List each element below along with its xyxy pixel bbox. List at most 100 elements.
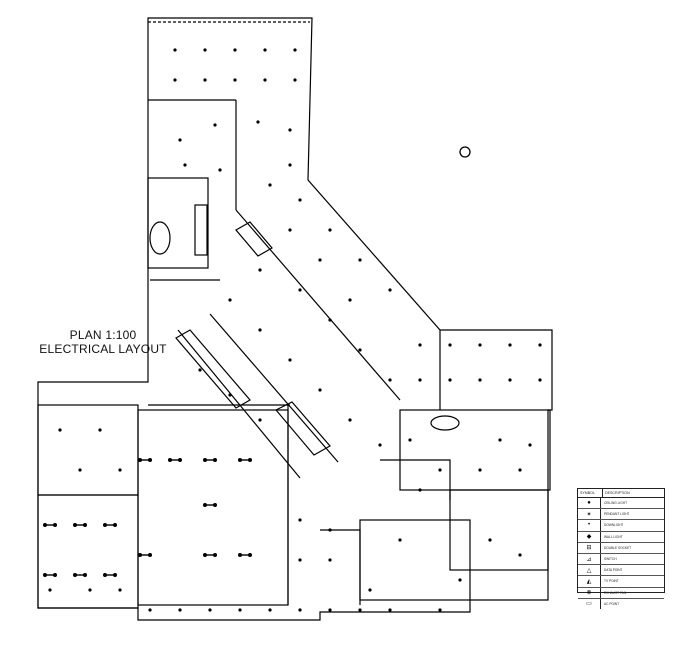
ceiling-light-icon	[508, 378, 512, 382]
counter-3	[235, 221, 273, 257]
switch-icon: ⊿	[578, 553, 601, 565]
legend-description: WALL LIGHT	[604, 534, 623, 539]
plan-scale-label: PLAN 1:100	[69, 328, 137, 342]
ceiling-light-icon	[203, 48, 207, 52]
ceiling-light-icon	[288, 128, 292, 132]
legend-row: ⊗EXHAUST FAN	[578, 587, 664, 599]
pendant-light-icon	[43, 573, 57, 577]
pendant-light-icon	[103, 573, 117, 577]
left-room-a	[37, 404, 139, 496]
double-socket-icon: ⊟	[578, 542, 601, 553]
pendant-light-icon	[203, 458, 217, 462]
ceiling-light-icon	[173, 78, 177, 82]
ceiling-light-icon	[298, 198, 302, 202]
ceiling-light-icon	[58, 428, 62, 432]
ceiling-light-icon	[118, 468, 122, 472]
legend-row: ●CEILING LIGHT	[578, 498, 664, 510]
ceiling-light-icon	[408, 438, 412, 442]
ceiling-light-icon	[518, 468, 522, 472]
ceiling-light-icon	[268, 608, 272, 612]
ceiling-light-icon	[48, 588, 52, 592]
pendant-light-icon	[73, 523, 87, 527]
ceiling-light-icon	[288, 163, 292, 167]
ceiling-light-icon	[293, 78, 297, 82]
ceiling-light-icon	[233, 78, 237, 82]
ceiling-light-icon	[118, 588, 122, 592]
legend-description: DOUBLE SOCKET	[604, 545, 632, 550]
outer-wall	[37, 17, 553, 621]
ceiling-light-icon	[538, 343, 542, 347]
ceiling-lights	[48, 48, 542, 612]
ceiling-light-icon	[178, 608, 182, 612]
diagonal-wall-c	[209, 313, 339, 463]
pendant-light-icon	[73, 573, 87, 577]
ceiling-light-icon	[348, 418, 352, 422]
pendant-light-icon	[138, 553, 152, 557]
legend-row: ◭TV POINT	[578, 576, 664, 588]
ceiling-light-icon	[448, 343, 452, 347]
ceiling-light-icon	[478, 378, 482, 382]
diagonal-wall-a	[235, 209, 401, 401]
legend-description: TV POINT	[604, 579, 619, 584]
legend-row: ✶PENDANT LIGHT	[578, 509, 664, 521]
ceiling-light-icon	[478, 343, 482, 347]
legend-description: DOWNLIGHT	[604, 523, 624, 528]
ceiling-light-icon	[208, 608, 212, 612]
ceiling-light-icon	[328, 528, 332, 532]
ceiling-light-icon	[263, 48, 267, 52]
pendant-fixtures	[43, 458, 252, 577]
ceiling-light-icon	[288, 228, 292, 232]
ceiling-light-icon	[388, 288, 392, 292]
ceiling-light-icon	[318, 258, 322, 262]
bedroom-mid	[359, 519, 471, 601]
legend-description: SWITCH	[604, 557, 617, 562]
legend-row: △DATA POINT	[578, 565, 664, 577]
ceiling-light-icon	[508, 343, 512, 347]
ceiling-light-icon	[228, 298, 232, 302]
ac-point-icon: ▭	[578, 598, 601, 609]
pendant-light-icon	[138, 458, 152, 462]
ceiling-light-icon	[378, 443, 382, 447]
bath-room	[147, 177, 209, 269]
ceiling-light-icon	[233, 48, 237, 52]
ceiling-light-icon	[238, 608, 242, 612]
ceiling-light-icon	[328, 228, 332, 232]
ceiling-light-icon	[348, 298, 352, 302]
ceiling-light-icon	[183, 163, 187, 167]
ceiling-light-icon	[88, 588, 92, 592]
ceiling-light-icon	[228, 393, 232, 397]
counter-2	[275, 401, 331, 456]
ceiling-light-icon	[78, 468, 82, 472]
ceiling-light-icon	[538, 378, 542, 382]
ceiling-light-icon	[358, 348, 362, 352]
ceiling-light-icon	[298, 518, 302, 522]
legend-description: AC POINT	[604, 601, 620, 606]
ceiling-light-icon	[388, 608, 392, 612]
ceiling-light-icon	[258, 268, 262, 272]
legend-row: ◆WALL LIGHT	[578, 531, 664, 543]
ceiling-light-icon	[418, 378, 422, 382]
ceiling-light-icon	[488, 538, 492, 542]
bath-tub-right	[430, 415, 460, 431]
vanity	[194, 204, 208, 256]
ceiling-light-icon	[173, 48, 177, 52]
ceiling-light-icon	[438, 468, 442, 472]
legend-header-symbol: SYMBOL	[578, 489, 603, 497]
ceiling-light-icon	[263, 78, 267, 82]
ceiling-light-icon	[98, 428, 102, 432]
diagonal-wall-b	[177, 329, 301, 479]
ceiling-light-icon	[438, 608, 442, 612]
legend-description: EXHAUST FAN	[604, 590, 627, 595]
ceiling-light-icon	[298, 608, 302, 612]
ceiling-light-icon	[213, 123, 217, 127]
ceiling-light-icon	[358, 258, 362, 262]
ceiling-light-icon	[258, 328, 262, 332]
ceiling-light-icon	[148, 608, 152, 612]
pendant-light-icon	[238, 553, 252, 557]
pendant-light-icon	[43, 523, 57, 527]
ceiling-light-icon	[358, 608, 362, 612]
ceiling-light-icon	[288, 358, 292, 362]
pendant-light-icon	[203, 553, 217, 557]
pendant-light-icon	[168, 458, 182, 462]
